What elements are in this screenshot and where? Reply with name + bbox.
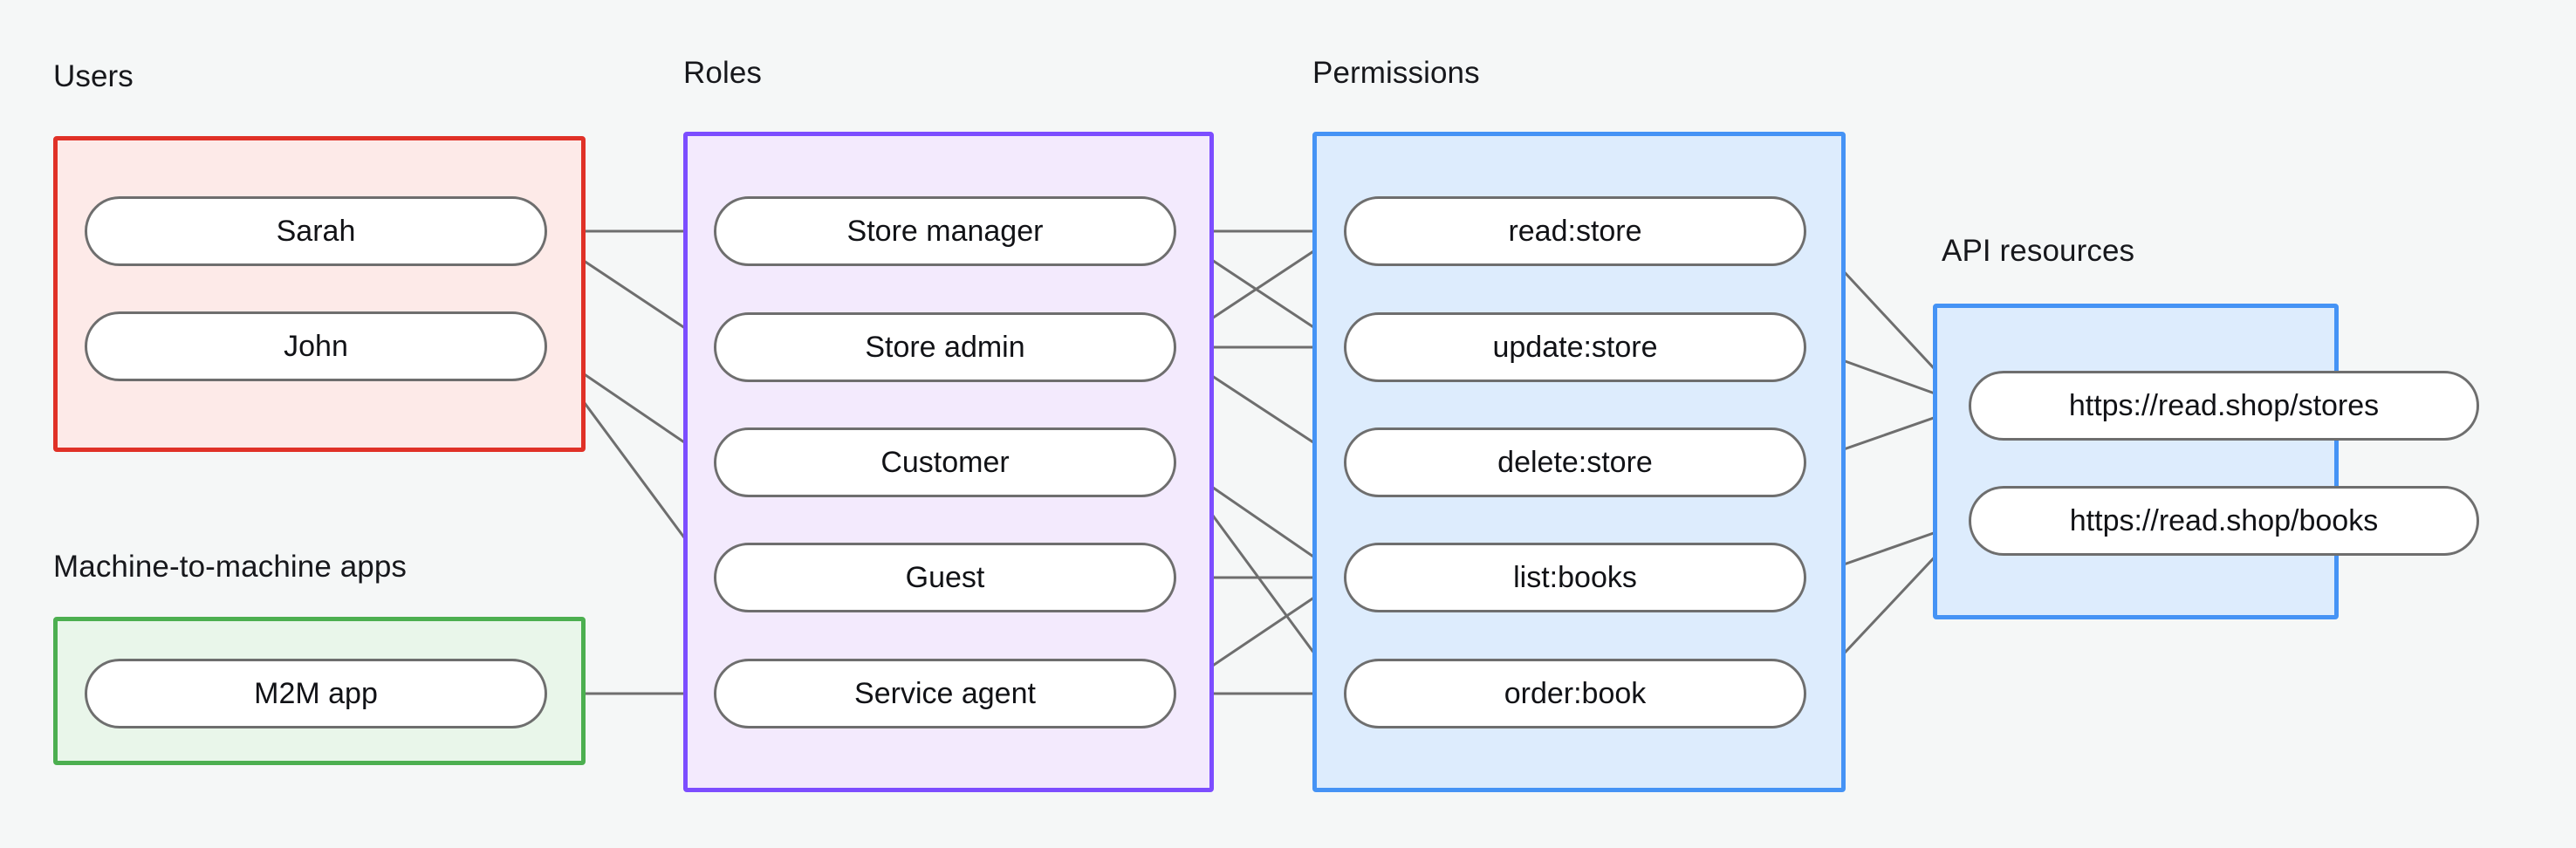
group-label-users: Users xyxy=(53,59,134,93)
node-label: Store admin xyxy=(865,330,1025,364)
node-john[interactable]: John xyxy=(85,311,547,381)
node-label: Sarah xyxy=(276,214,356,248)
node-read-store[interactable]: read:store xyxy=(1344,196,1806,266)
node-store-admin[interactable]: Store admin xyxy=(714,312,1176,382)
group-box-api-resources xyxy=(1933,304,2339,619)
node-label: John xyxy=(284,329,348,363)
node-label: read:store xyxy=(1508,214,1642,248)
node-label: M2M app xyxy=(254,676,378,710)
node-label: delete:store xyxy=(1497,445,1653,479)
group-label-permissions: Permissions xyxy=(1312,56,1480,90)
node-m2m-app[interactable]: M2M app xyxy=(85,659,547,728)
node-label: order:book xyxy=(1504,676,1647,710)
node-store-manager[interactable]: Store manager xyxy=(714,196,1176,266)
group-box-users xyxy=(53,136,586,452)
node-label: update:store xyxy=(1492,330,1658,364)
node-order-book[interactable]: order:book xyxy=(1344,659,1806,728)
group-label-roles: Roles xyxy=(683,56,762,90)
node-list-books[interactable]: list:books xyxy=(1344,543,1806,612)
node-label: Store manager xyxy=(846,214,1044,248)
node-update-store[interactable]: update:store xyxy=(1344,312,1806,382)
node-res-stores[interactable]: https://read.shop/stores xyxy=(1969,371,2479,441)
node-guest[interactable]: Guest xyxy=(714,543,1176,612)
group-label-api-resources: API resources xyxy=(1942,234,2135,268)
node-label: Customer xyxy=(880,445,1010,479)
group-label-m2m: Machine-to-machine apps xyxy=(53,550,408,584)
node-service-agent[interactable]: Service agent xyxy=(714,659,1176,728)
node-label: list:books xyxy=(1513,560,1637,594)
node-sarah[interactable]: Sarah xyxy=(85,196,547,266)
node-customer[interactable]: Customer xyxy=(714,427,1176,497)
node-label: https://read.shop/stores xyxy=(2068,388,2380,422)
node-label: Service agent xyxy=(854,676,1036,710)
node-label: Guest xyxy=(905,560,985,594)
node-res-books[interactable]: https://read.shop/books xyxy=(1969,486,2479,556)
node-label: https://read.shop/books xyxy=(2069,503,2379,537)
node-delete-store[interactable]: delete:store xyxy=(1344,427,1806,497)
